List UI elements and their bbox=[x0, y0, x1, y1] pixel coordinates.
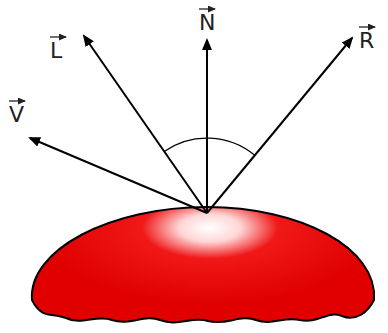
vector-label: N bbox=[199, 12, 215, 34]
vector-label: V bbox=[9, 104, 24, 126]
red-surface bbox=[32, 207, 374, 322]
vector-label: R bbox=[359, 30, 374, 52]
angle-arc bbox=[164, 138, 255, 155]
normal-vector bbox=[206, 40, 208, 213]
vector-overarrow bbox=[50, 36, 66, 37]
reflect-vector bbox=[207, 38, 352, 213]
vector-overarrow bbox=[199, 8, 215, 9]
vector-overarrow bbox=[359, 26, 375, 27]
view-vector bbox=[30, 138, 207, 213]
vector-overarrow bbox=[9, 100, 25, 101]
vector-label: L bbox=[50, 40, 62, 62]
